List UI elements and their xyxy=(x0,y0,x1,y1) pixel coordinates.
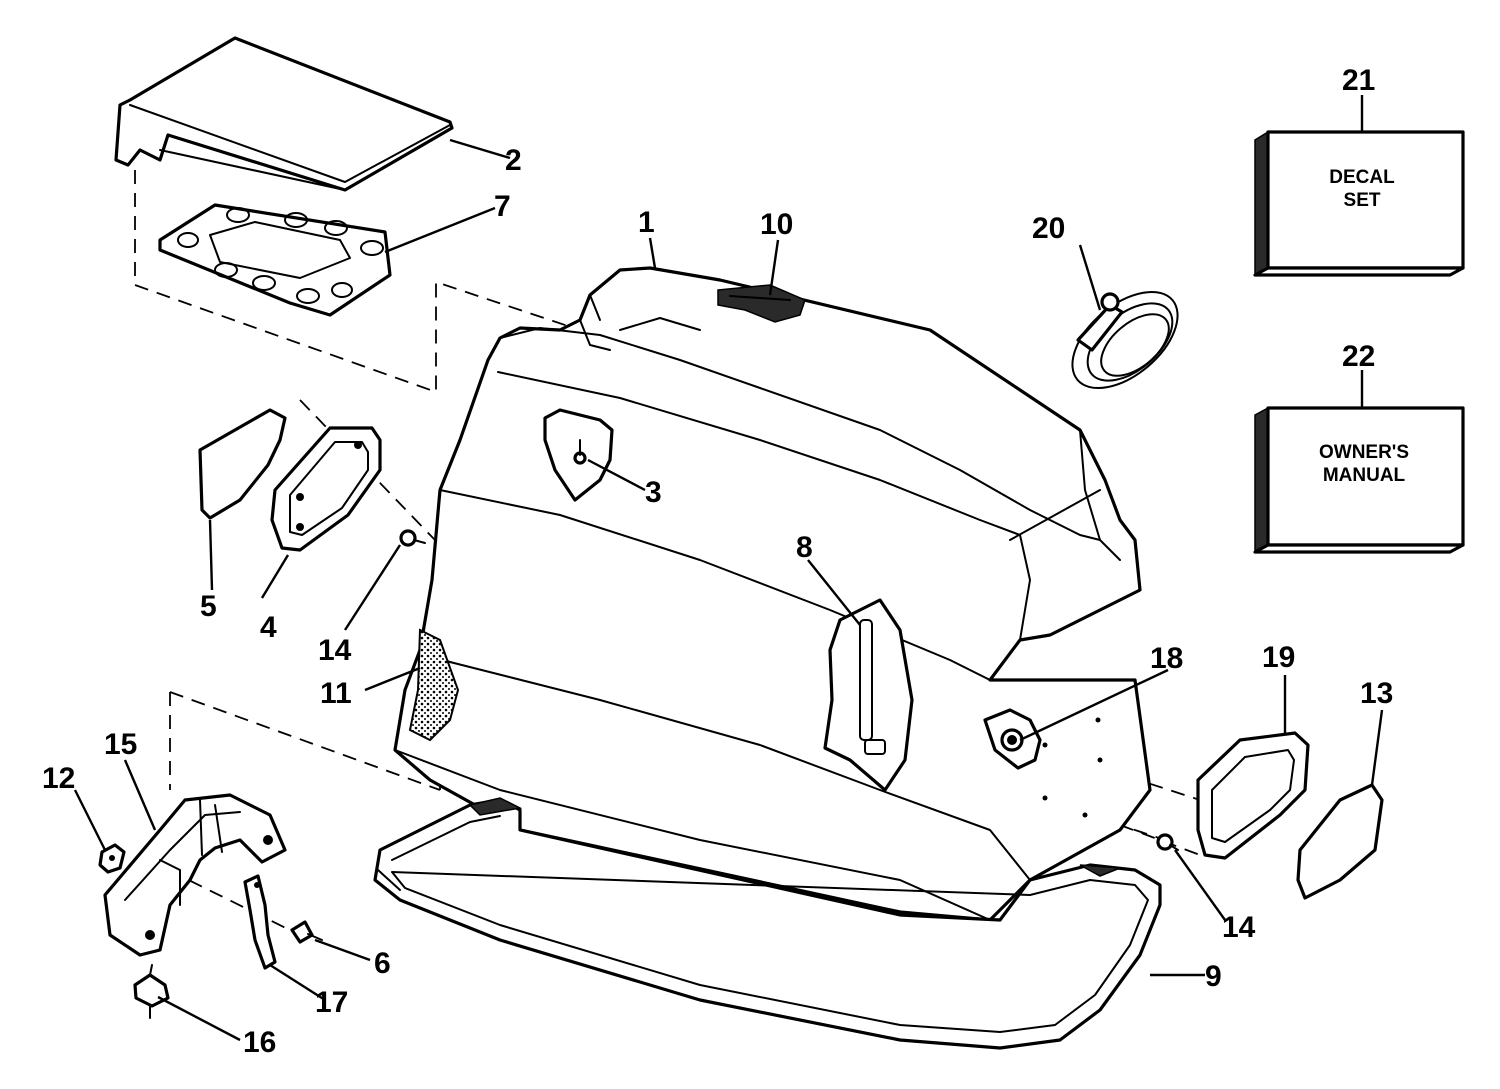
air-silencer-cover xyxy=(114,36,454,192)
silencer-gasket xyxy=(158,203,392,317)
callout-14-right: 14 xyxy=(1222,911,1256,944)
rear-bracket xyxy=(103,793,287,957)
callout-13: 13 xyxy=(1360,677,1393,710)
callout-4: 4 xyxy=(260,611,277,644)
callout-10: 10 xyxy=(760,208,793,241)
callout-5: 5 xyxy=(200,590,217,623)
callout-21: 21 xyxy=(1342,64,1375,97)
square-nut xyxy=(98,843,126,874)
screw-left xyxy=(399,529,426,547)
wire-harness xyxy=(1071,290,1179,390)
callout-6: 6 xyxy=(374,947,391,980)
cover-seal xyxy=(373,797,1162,1050)
cover-grommet xyxy=(983,708,1103,818)
callout-1: 1 xyxy=(638,206,655,239)
callout-14-left: 14 xyxy=(318,634,352,667)
window-right xyxy=(1296,783,1384,900)
owners-manual-box: OWNER'S MANUAL xyxy=(1253,406,1465,554)
callout-7: 7 xyxy=(494,190,511,223)
callout-9: 9 xyxy=(1205,960,1222,993)
decal-set-box: DECAL SET xyxy=(1253,130,1465,277)
manual-label-line2: MANUAL xyxy=(1323,465,1406,486)
callout-3: 3 xyxy=(645,476,662,509)
callout-labels: 1 10 2 7 3 4 5 14 8 11 18 19 13 20 21 22… xyxy=(42,64,1393,1059)
callout-17: 17 xyxy=(315,986,348,1019)
leader-lines xyxy=(73,95,1384,1042)
manual-label-line1: OWNER'S xyxy=(1319,442,1409,463)
callout-16: 16 xyxy=(243,1026,276,1059)
callout-19: 19 xyxy=(1262,641,1295,674)
decal-label-line1: DECAL xyxy=(1329,167,1395,188)
latch-plate-side xyxy=(823,598,914,792)
callout-2: 2 xyxy=(505,144,522,177)
callout-22: 22 xyxy=(1342,340,1375,373)
screw-right xyxy=(1156,833,1179,851)
spring-clip xyxy=(243,874,277,970)
bracket-screw xyxy=(290,920,323,944)
latch-plate-front xyxy=(543,408,614,502)
callout-11: 11 xyxy=(320,677,352,710)
window-frame-right xyxy=(1196,731,1310,860)
decal-label-line2: SET xyxy=(1344,190,1381,211)
rubber-bumper xyxy=(133,964,170,1019)
top-vent-grille xyxy=(717,284,806,323)
callout-20: 20 xyxy=(1032,212,1065,245)
side-vent-grille xyxy=(408,628,460,742)
callout-18: 18 xyxy=(1150,642,1183,675)
callout-12: 12 xyxy=(42,762,75,795)
callout-8: 8 xyxy=(796,531,813,564)
window-left xyxy=(198,408,287,520)
window-frame-left xyxy=(270,426,382,552)
callout-15: 15 xyxy=(104,728,137,761)
